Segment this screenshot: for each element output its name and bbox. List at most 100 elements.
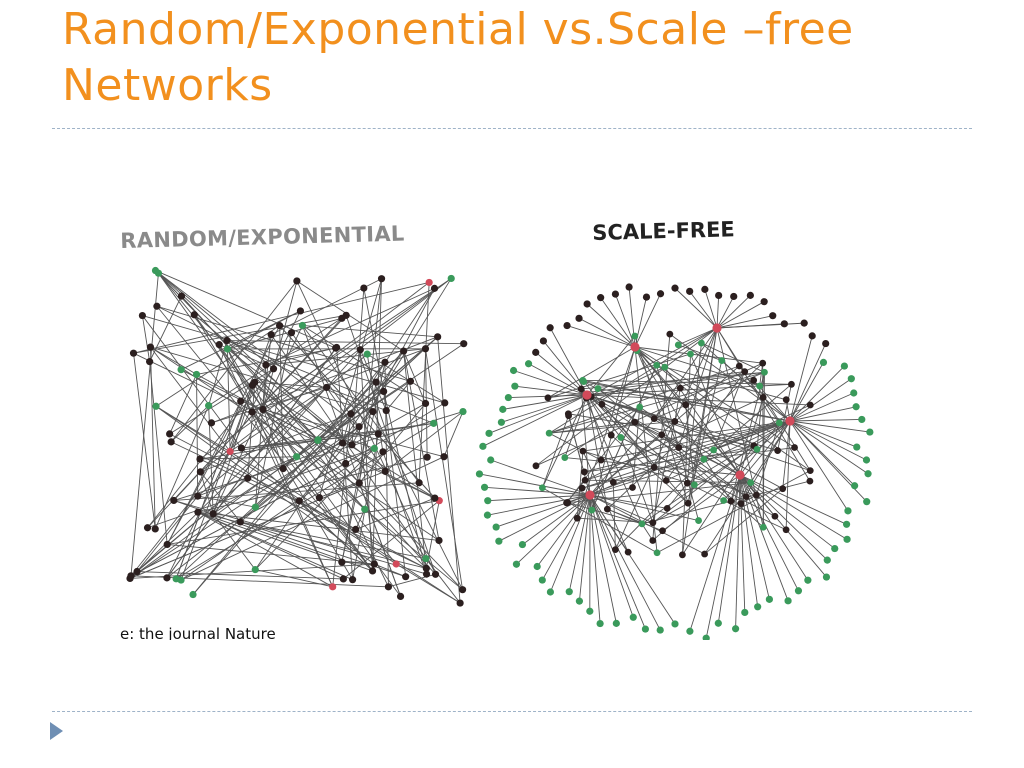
scale-free-node <box>653 549 661 557</box>
random-node <box>440 453 448 461</box>
scale-free-edge <box>564 406 640 458</box>
scale-free-node <box>545 429 553 437</box>
scale-free-edge <box>566 482 751 504</box>
random-edge <box>155 270 274 370</box>
random-edge <box>227 310 301 350</box>
scale-free-edge <box>661 434 747 498</box>
scale-free-edge <box>586 394 695 486</box>
bullet-arrow-icon <box>50 722 63 740</box>
random-node <box>338 558 346 566</box>
random-node <box>430 419 438 427</box>
scale-free-edge <box>716 301 765 329</box>
random-node <box>152 402 160 410</box>
scale-free-node <box>676 384 684 392</box>
random-edge <box>173 482 420 501</box>
scale-free-node <box>742 493 750 501</box>
random-node <box>166 430 174 438</box>
scale-free-edge <box>567 502 643 525</box>
random-node <box>259 405 267 414</box>
scale-free-node <box>512 560 521 568</box>
random-node <box>342 459 350 468</box>
scale-free-edge <box>548 432 602 461</box>
random-edge <box>302 325 438 338</box>
scale-free-node <box>753 445 761 453</box>
scale-free-edge <box>735 474 741 629</box>
scale-free-edge <box>487 494 591 516</box>
scale-free-node <box>754 603 762 611</box>
footer-divider <box>52 711 972 712</box>
scale-free-node <box>675 444 683 452</box>
scale-free-node <box>518 540 527 549</box>
scale-free-hub <box>585 490 595 500</box>
scale-free-node <box>756 382 764 390</box>
scale-free-node <box>659 527 666 535</box>
random-edge <box>364 508 463 591</box>
random-edge <box>255 336 438 508</box>
random-edge <box>317 350 404 441</box>
random-edge <box>155 325 280 407</box>
scale-free-node <box>573 514 581 522</box>
scale-free-edge <box>664 366 741 476</box>
random-edge <box>332 413 352 587</box>
random-node <box>382 406 390 415</box>
scale-free-edge <box>653 327 718 419</box>
scale-free-node <box>847 375 855 383</box>
random-edge <box>358 426 375 565</box>
random-edge <box>156 305 373 572</box>
scale-free-edge <box>589 487 633 496</box>
random-node <box>215 341 223 349</box>
random-node <box>396 592 405 601</box>
random-node <box>363 350 371 358</box>
scale-free-node <box>597 294 605 302</box>
scale-free-edge <box>634 421 741 476</box>
random-node <box>205 402 213 410</box>
random-node <box>143 524 152 532</box>
scale-free-node <box>607 431 615 439</box>
scale-free-edge <box>634 297 647 348</box>
scale-free-node <box>479 442 487 450</box>
scale-free-edge <box>634 346 757 496</box>
slide-title: Random/Exponential vs.Scale –free Networ… <box>62 4 854 111</box>
random-edge <box>154 405 210 530</box>
scale-free-node <box>686 287 694 295</box>
scale-free-edge <box>685 404 695 485</box>
scale-free-node <box>598 400 606 408</box>
random-edge <box>240 521 426 559</box>
scale-free-edge <box>589 458 705 496</box>
scale-free-node <box>597 456 605 464</box>
scale-free-edge <box>591 365 658 511</box>
scale-free-node <box>690 481 698 489</box>
scale-free-node <box>735 362 743 370</box>
scale-free-node <box>484 497 492 505</box>
scale-free-node <box>629 613 637 621</box>
random-node <box>333 343 341 352</box>
scale-free-edge <box>600 297 636 348</box>
scale-free-edge <box>549 371 765 434</box>
scale-free-hub <box>712 323 722 333</box>
scale-free-node <box>720 497 728 504</box>
scale-free-edge <box>568 413 754 447</box>
random-node <box>194 508 202 516</box>
scale-free-edge <box>782 420 791 489</box>
scale-free-node <box>844 507 852 515</box>
scale-free-edge <box>789 420 868 502</box>
scale-free-node <box>563 321 571 330</box>
random-node <box>430 284 439 292</box>
scale-free-edge <box>547 353 691 399</box>
scale-free-edge <box>634 346 658 553</box>
random-edge <box>133 352 440 502</box>
random-edge <box>196 374 199 497</box>
scale-free-node <box>509 366 518 375</box>
scale-free-node <box>788 380 795 388</box>
random-edge <box>437 336 461 604</box>
random-node <box>447 274 455 283</box>
random-node <box>339 575 347 583</box>
random-edge <box>227 348 231 452</box>
scale-free-edge <box>678 327 718 346</box>
random-edge <box>302 325 401 597</box>
scale-free-edge <box>789 420 849 512</box>
random-edge <box>350 288 435 415</box>
scale-free-edge <box>502 394 588 410</box>
source-caption: e: the journal Nature <box>120 625 276 640</box>
random-node <box>421 399 430 408</box>
